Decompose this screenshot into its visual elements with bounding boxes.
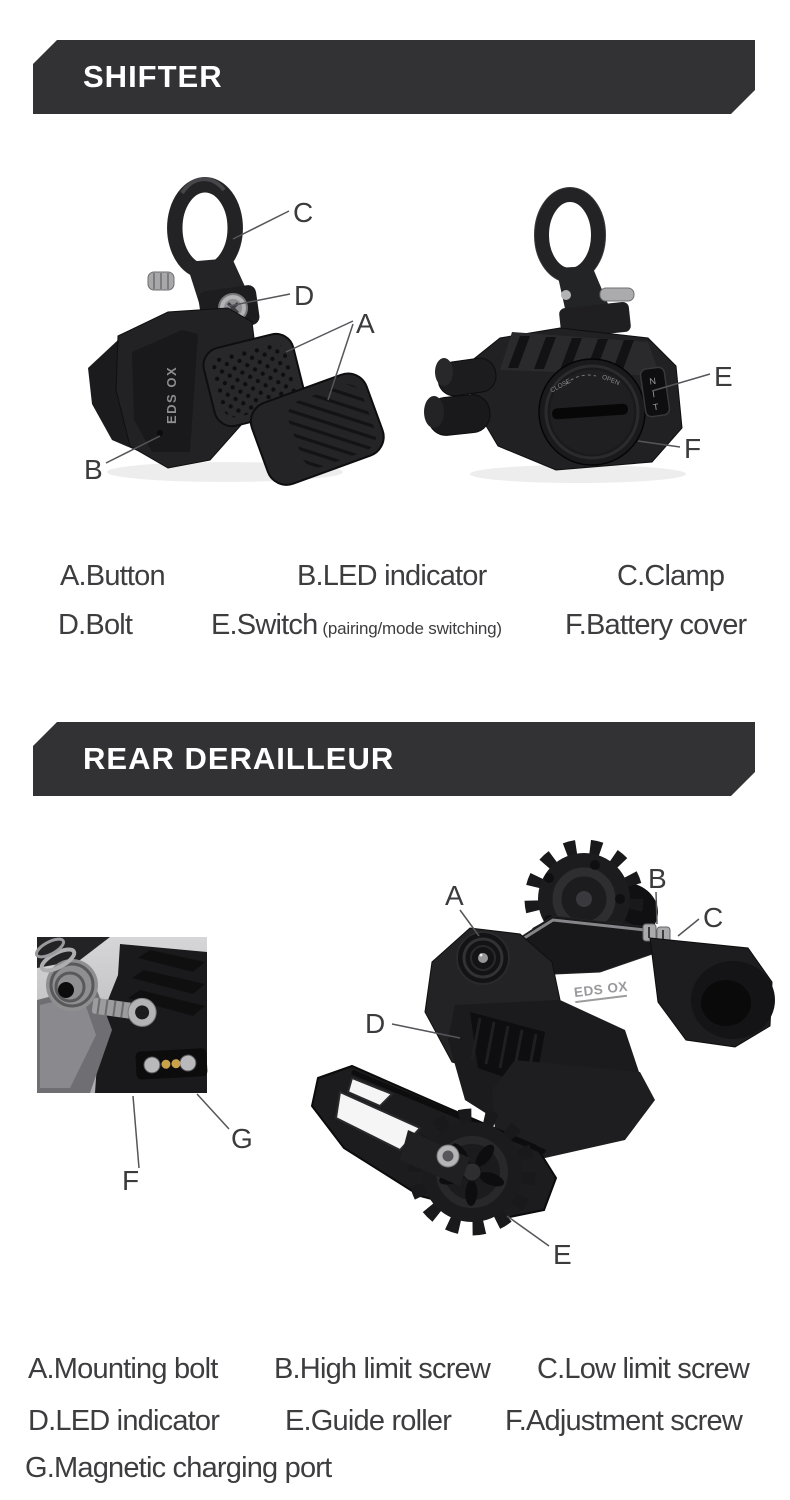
leader-c [677,918,700,937]
inset-fins [128,950,205,1016]
legend-bolt: D.Bolt [58,609,133,641]
shifter-section-title: SHIFTER [83,59,223,94]
barrel-ridges [153,273,169,289]
legend-led-indicator: D.LED indicator [28,1405,220,1437]
leader-a2 [327,323,354,401]
legend-switch-note: (pairing/mode switching) [322,619,502,638]
cage-pivot-bolt [436,1144,460,1168]
legend-switch-label: E.Switch [211,609,318,641]
mounting-bolt [456,931,510,985]
callout-g: G [231,1123,253,1154]
brand-subline [575,994,628,1004]
callout-c: C [703,902,723,933]
lower-body [492,1060,655,1158]
leader-e [506,1215,550,1247]
derailleur-illustration: EDS OX [310,840,775,1270]
cage-assembly [310,1064,558,1236]
rear-derailleur-figure: F G [34,840,775,1270]
pairing-switch: N I T [639,366,671,418]
body-face [132,330,198,452]
callout-f: F [122,1165,139,1196]
shifter-front-illustration: EDS OX C D A B [84,177,385,486]
cover-arc-mark [565,374,597,385]
leader-g [196,1093,230,1130]
clamp-ring [535,188,605,282]
legend-led-indicator: B.LED indicator [297,560,487,592]
cage-front-plate [400,1130,470,1186]
inset-charging-port [135,1048,208,1080]
legend-guide-roller: E.Guide roller [285,1405,452,1437]
brand-mark-text: EDS OX [164,366,179,424]
leader-e [651,373,711,392]
shifter-section-banner: SHIFTER [33,40,755,114]
hinge-block [559,302,631,338]
switch-letter-1: N [649,376,657,387]
inset-gray-highlight [40,995,96,1088]
clamp-ring [167,177,243,279]
shifter-back-illustration: CLOSE OPEN N I T E F [424,187,733,483]
lower-paddle-button [249,372,385,486]
cage-cutout-1 [334,1090,422,1152]
brand-mark-text: EDS OX [573,979,628,1000]
led-dot [157,430,163,436]
rear-derailleur-section-banner: REAR DERAILLEUR [33,722,755,796]
legend-button: A.Button [60,560,166,592]
leader-d [228,293,291,307]
legend-battery-cover: F.Battery cover [565,609,747,641]
switch-letter-3: T [652,402,659,413]
leader-f [132,1095,140,1169]
callout-d: D [365,1008,385,1039]
legend-low-limit-screw: C.Low limit screw [537,1353,750,1385]
legend-high-limit-screw: B.High limit screw [274,1353,491,1385]
shifter-figure: EDS OX C D A B [84,177,733,486]
leader-b [655,891,658,925]
rear-derailleur-section-title: REAR DERAILLEUR [83,741,395,776]
legend-switch: E.Switch(pairing/mode switching) [211,608,502,646]
callout-a: A [445,880,464,911]
legend-adjustment-screw: F.Adjustment screw [505,1405,743,1437]
legend-clamp: C.Clamp [617,560,725,592]
callout-b: B [648,863,667,894]
closeup-inset-photo: F G [34,937,253,1196]
legend-magnetic-charging-port: G.Magnetic charging port [25,1452,332,1484]
leader-b [105,435,161,464]
top-ribs [508,336,634,372]
coin-slot [552,403,628,420]
leader-d [391,1023,461,1039]
callout-e: E [553,1239,572,1270]
shadow [470,465,686,483]
leader-a [459,909,480,937]
callout-a: A [356,308,375,339]
cage-cutout-2 [346,1076,394,1108]
brand-mark-group: EDS OX [573,979,629,1004]
callout-c: C [293,197,313,228]
inset-adjustment-screw [91,997,157,1027]
callout-d: D [294,280,314,311]
hinge-pin [561,290,571,300]
switch-letter-2: I [652,389,656,399]
clamp-highlight [180,177,226,195]
callout-f: F [684,433,701,464]
battery-cover-ring [544,364,640,460]
legend-mounting-bolt: A.Mounting bolt [28,1353,218,1385]
silver-cylinder [599,287,635,302]
callout-e: E [714,361,733,392]
callout-b: B [84,454,103,485]
inset-spring [34,937,98,1011]
leader-a1 [285,320,354,353]
left-stubs [424,357,497,436]
leader-c [232,210,290,240]
rib-lines [470,1017,538,1077]
clutch-barrel-inner [701,980,751,1026]
leader-f [637,440,681,448]
